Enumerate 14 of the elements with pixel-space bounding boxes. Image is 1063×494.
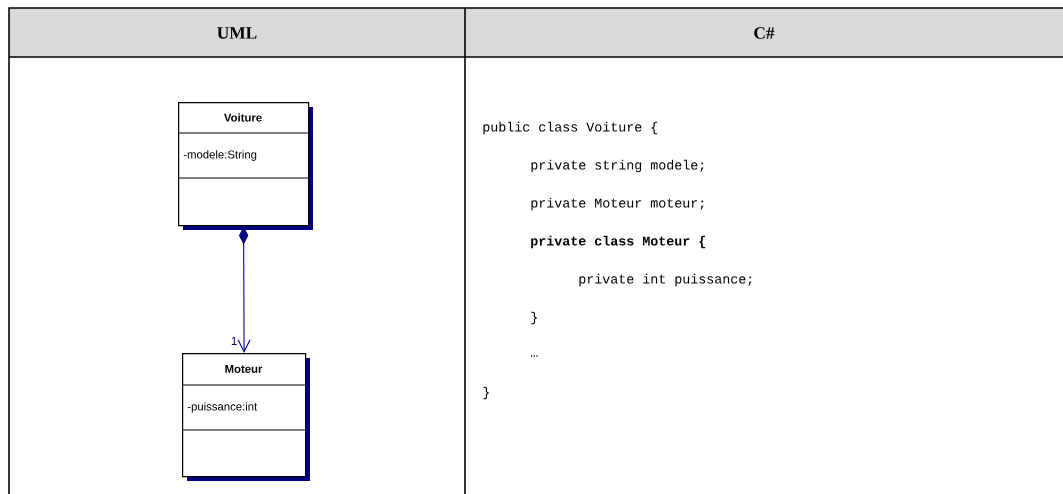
code-line: } [531,311,537,325]
code-line: private int puissance; [579,273,752,287]
column-header: C# [754,27,775,39]
code-line: } [483,386,489,400]
column-header: UML [217,27,257,39]
code-line: private class Moteur { [531,235,706,249]
code-line: … [531,355,538,357]
composition-arrow [237,226,251,353]
class-box: Voiture -modele:String [177,102,313,230]
code-line: private string modele; [531,159,704,173]
code-line: private Moteur moteur; [531,197,704,211]
code-line: public class Voiture { [483,121,658,135]
class-box: Moteur -puissance:int [181,353,310,481]
multiplicity-label: 1 [231,337,237,345]
